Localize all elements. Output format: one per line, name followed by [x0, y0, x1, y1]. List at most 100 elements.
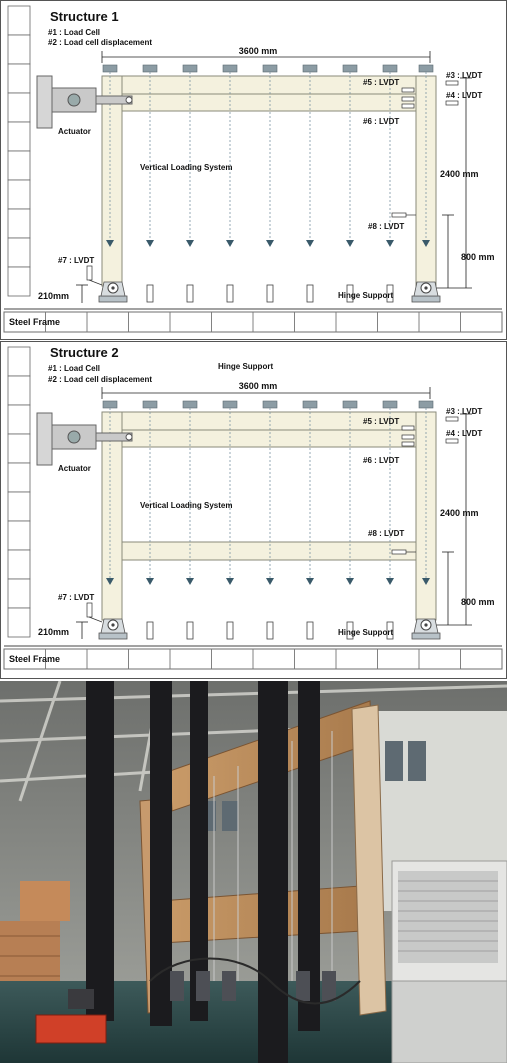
- load-arrow: [226, 240, 234, 247]
- dimension-base: 210mm: [38, 621, 88, 639]
- dimension-height-label: 2400 mm: [440, 169, 479, 179]
- actuator-label: Actuator: [58, 464, 91, 473]
- wall-cell: [7, 491, 31, 522]
- steel-frame-label: Steel Frame: [9, 654, 60, 664]
- wall-cell: [7, 266, 31, 297]
- load-jack: [346, 284, 354, 303]
- cooling-unit: [391, 860, 507, 1063]
- load-arrow: [226, 578, 234, 585]
- load-jack: [306, 284, 314, 303]
- load-cell: [222, 400, 238, 409]
- dimension-height: 2400 mm: [440, 413, 479, 625]
- load-arrow: [386, 578, 394, 585]
- load-jack: [146, 621, 154, 640]
- wall-cell: [7, 520, 31, 551]
- lvdt-4-label: #4 : LVDT: [446, 91, 482, 100]
- lvdt-4-label: #4 : LVDT: [446, 429, 482, 438]
- steel-frame-cell: [460, 311, 503, 333]
- load-jack: [146, 284, 154, 303]
- wall-cell: [7, 5, 31, 36]
- top-load-cells: [102, 400, 434, 409]
- data-logger: [35, 989, 107, 1044]
- load-arrow: [106, 578, 114, 585]
- lvdt-6-label: #6 : LVDT: [363, 117, 399, 126]
- load-cell: [102, 64, 118, 73]
- steel-frame-base: [3, 645, 503, 670]
- wall-cell: [7, 375, 31, 406]
- load-jack: [266, 621, 274, 640]
- dimension-width: 3600 mm: [101, 381, 431, 399]
- load-cell: [302, 64, 318, 73]
- load-arrow: [266, 240, 274, 247]
- dimension-height-label: 2400 mm: [440, 508, 479, 518]
- lvdt-5-label: #5 : LVDT: [363, 417, 399, 426]
- actuator-label: Actuator: [58, 127, 91, 136]
- load-cell: [302, 400, 318, 409]
- structure-1-diagram: Structure 1 #1 : Load Cell #2 : Load cel…: [0, 0, 507, 340]
- load-cell: [102, 400, 118, 409]
- load-arrow: [146, 240, 154, 247]
- vertical-loading-label: Vertical Loading System: [140, 163, 232, 172]
- load-cell: [342, 64, 358, 73]
- structure-title: Structure 1: [50, 9, 119, 24]
- lvdt-3-sensor: [445, 416, 459, 422]
- structure-2-diagram: Structure 2 #1 : Load Cell #2 : Load cel…: [0, 341, 507, 679]
- hinge-support-top-label: Hinge Support: [218, 362, 273, 371]
- wall-cell: [7, 237, 31, 268]
- lvdt-7-sensor: [86, 265, 93, 281]
- vertical-loading-label: Vertical Loading System: [140, 501, 232, 510]
- wall-cell: [7, 63, 31, 94]
- load-arrow: [106, 240, 114, 247]
- dimension-lower-label: 800 mm: [461, 252, 495, 262]
- load-cell: [418, 64, 434, 73]
- dimension-base-label: 210mm: [38, 291, 69, 301]
- wall-cell: [7, 92, 31, 123]
- load-arrow: [146, 578, 154, 585]
- load-cell: [382, 400, 398, 409]
- left-column: [101, 411, 123, 621]
- wall-cell: [7, 34, 31, 65]
- load-cell: [142, 64, 158, 73]
- hinge-support-right: [411, 618, 441, 640]
- lvdt-8-label: #8 : LVDT: [368, 529, 404, 538]
- lvdt-8-label: #8 : LVDT: [368, 222, 404, 231]
- load-arrow: [346, 578, 354, 585]
- hinge-support-left: [98, 618, 128, 640]
- load-cell: [418, 400, 434, 409]
- left-reaction-wall: [7, 5, 31, 297]
- note-load-cell-displacement: #2 : Load cell displacement: [48, 375, 152, 384]
- lvdt-pins-top: [401, 87, 415, 109]
- top-load-cells: [102, 64, 434, 73]
- load-jack: [386, 621, 394, 640]
- wall-cell: [7, 179, 31, 210]
- steel-frame-base: [3, 308, 503, 333]
- left-column: [101, 75, 123, 287]
- wall-cell: [7, 346, 31, 377]
- hinge-support-right: [411, 281, 441, 303]
- load-jack: [386, 284, 394, 303]
- lvdt-6-label: #6 : LVDT: [363, 456, 399, 465]
- load-arrow: [186, 578, 194, 585]
- load-arrow: [422, 240, 430, 247]
- lvdt-4-sensor: [445, 100, 459, 106]
- load-arrow: [422, 578, 430, 585]
- lvdt-7-sensor: [86, 602, 93, 618]
- load-arrow: [346, 240, 354, 247]
- dimension-base-label: 210mm: [38, 627, 69, 637]
- dimension-height: 2400 mm: [440, 77, 479, 288]
- note-load-cell-displacement: #2 : Load cell displacement: [48, 38, 152, 47]
- hinge-support-left: [98, 281, 128, 303]
- structure-title: Structure 2: [50, 345, 119, 360]
- load-jack: [226, 284, 234, 303]
- hinge-support-label: Hinge Support: [338, 628, 393, 637]
- load-arrow: [266, 578, 274, 585]
- load-arrow: [306, 578, 314, 585]
- note-load-cell: #1 : Load Cell: [48, 28, 100, 37]
- load-arrow: [386, 240, 394, 247]
- dimension-base: 210mm: [38, 284, 88, 303]
- wall-cell: [7, 208, 31, 239]
- load-cell: [342, 400, 358, 409]
- wall-cell: [7, 433, 31, 464]
- dimension-width: 3600 mm: [101, 46, 431, 63]
